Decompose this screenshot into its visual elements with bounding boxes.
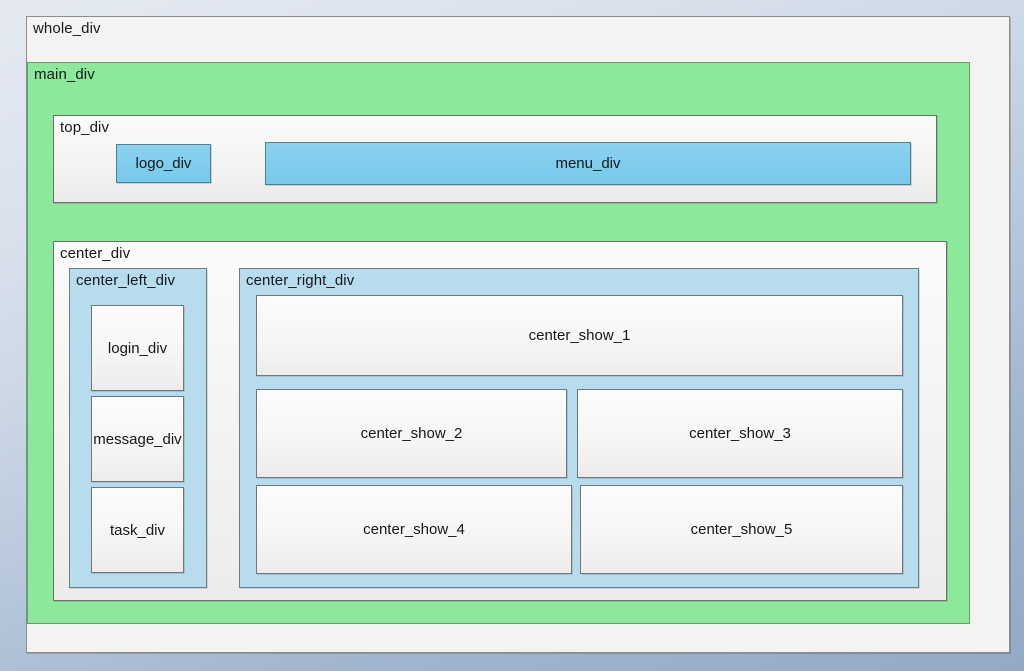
top-div-label: top_div bbox=[60, 119, 110, 136]
message-div-box[interactable]: message_div bbox=[91, 396, 184, 482]
center-show-3-box[interactable]: center_show_3 bbox=[577, 389, 903, 478]
center-div-label: center_div bbox=[60, 245, 131, 262]
menu-div-label: menu_div bbox=[555, 155, 621, 172]
center-right-div-label: center_right_div bbox=[246, 272, 355, 289]
center-show-5-box[interactable]: center_show_5 bbox=[580, 485, 903, 574]
center-show-2-box[interactable]: center_show_2 bbox=[256, 389, 567, 478]
task-div-label: task_div bbox=[109, 521, 166, 539]
logo-div-label: logo_div bbox=[135, 155, 192, 172]
center-div-container: center_div center_left_div login_div mes… bbox=[53, 241, 947, 601]
main-div-label: main_div bbox=[34, 66, 95, 83]
center-left-div-label: center_left_div bbox=[76, 272, 176, 289]
center-left-div-container: center_left_div login_div message_div ta… bbox=[69, 268, 207, 588]
logo-div-box[interactable]: logo_div bbox=[116, 144, 211, 183]
main-div-container: main_div top_div logo_div menu_div cente… bbox=[27, 62, 970, 624]
whole-div-container: whole_div main_div top_div logo_div menu… bbox=[26, 16, 1010, 653]
task-div-box[interactable]: task_div bbox=[91, 487, 184, 573]
center-right-div-container: center_right_div center_show_1 center_sh… bbox=[239, 268, 919, 588]
center-show-1-label: center_show_1 bbox=[528, 327, 631, 344]
center-show-5-label: center_show_5 bbox=[690, 521, 793, 538]
menu-div-box[interactable]: menu_div bbox=[265, 142, 911, 185]
center-show-4-box[interactable]: center_show_4 bbox=[256, 485, 572, 574]
center-show-4-label: center_show_4 bbox=[363, 521, 465, 538]
center-show-1-box[interactable]: center_show_1 bbox=[256, 295, 903, 376]
login-div-box[interactable]: login_div bbox=[91, 305, 184, 391]
login-div-label: login_div bbox=[107, 339, 168, 357]
center-show-2-label: center_show_2 bbox=[360, 425, 463, 442]
message-div-label: message_div bbox=[93, 430, 182, 448]
whole-div-label: whole_div bbox=[33, 20, 101, 37]
top-div-container: top_div logo_div menu_div bbox=[53, 115, 937, 203]
center-show-3-label: center_show_3 bbox=[689, 425, 791, 442]
